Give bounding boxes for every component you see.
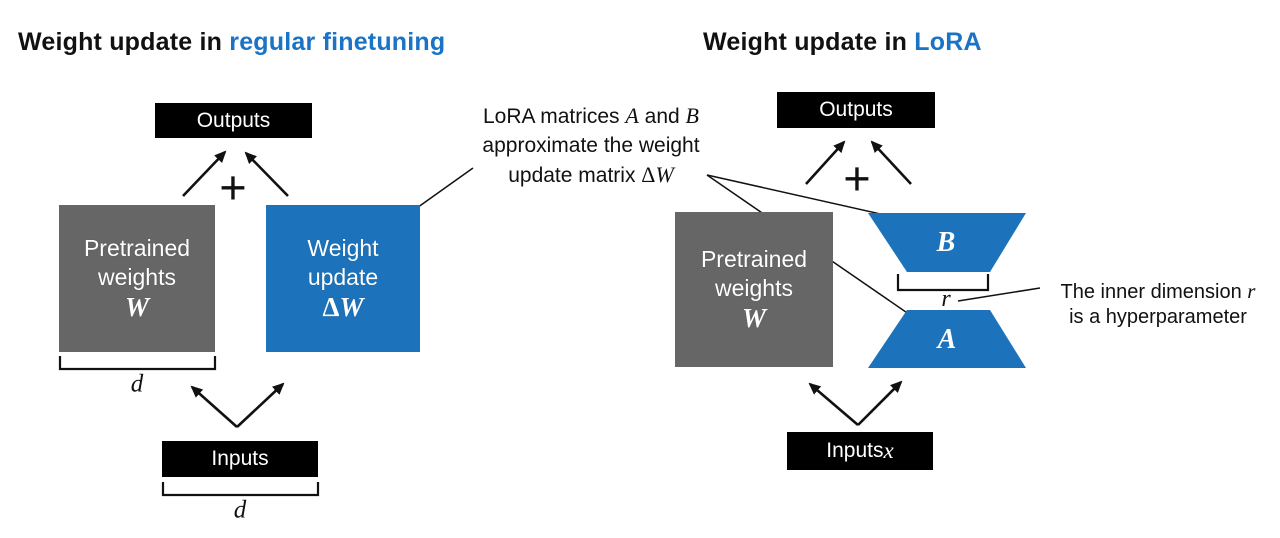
- weights-dim-label-left: d: [130, 370, 144, 398]
- pretrained-line2-right: weights: [715, 275, 793, 301]
- weight-update-box-left: Weight update ΔW: [266, 205, 420, 352]
- lora-note: LoRA matrices A and B approximate the we…: [482, 101, 699, 190]
- matrix-a-trapezoid: [868, 310, 1026, 368]
- pretrained-line1-left: Pretrained: [83, 235, 191, 261]
- lora-note-line1-mid: and: [638, 105, 686, 128]
- outputs-label-left: Outputs: [196, 108, 271, 132]
- lora-note-line1-prefix: LoRA matrices: [482, 105, 626, 128]
- bracket-weights-dim-left: [58, 356, 217, 371]
- pretrained-line1-right: Pretrained: [700, 246, 808, 272]
- inputs-label-right: Inputs: [826, 439, 884, 462]
- outputs-box-left: Outputs: [155, 103, 312, 138]
- update-line2-left: update: [307, 264, 379, 290]
- rank-note-line1-prefix: The inner dimension: [1060, 281, 1248, 303]
- rank-note-symbol-r: r: [1247, 279, 1256, 303]
- lora-note-w: W: [655, 162, 674, 187]
- inputs-box-left: Inputs: [162, 441, 318, 477]
- pretrained-symbol-left: W: [124, 292, 149, 322]
- right-title-prefix: Weight update in: [703, 28, 915, 56]
- left-title-prefix: Weight update in: [18, 28, 230, 56]
- arrow-inputs-to-a-right: [857, 380, 903, 426]
- matrix-b-trapezoid: [868, 213, 1026, 272]
- arrow-inputs-to-update-left: [236, 382, 285, 428]
- rank-note: The inner dimension r is a hyperparamete…: [1061, 279, 1256, 330]
- update-symbol-left: ΔW: [323, 292, 364, 323]
- rank-note-line1: The inner dimension r: [1061, 279, 1256, 305]
- pretrained-symbol-right: W: [741, 303, 766, 333]
- plus-sign-right: +: [843, 151, 871, 205]
- plus-sign-left: +: [219, 160, 247, 214]
- inputs-label-left: Inputs: [211, 447, 269, 470]
- outputs-label-right: Outputs: [819, 98, 893, 121]
- connector-rank-note-to-r: [957, 287, 1041, 302]
- outputs-box-right: Outputs: [777, 92, 935, 128]
- right-panel-title: Weight update in LoRA: [703, 28, 982, 57]
- lora-note-symbol-a: A: [625, 103, 639, 128]
- inputs-dim-label-left: d: [233, 496, 247, 524]
- left-title-accent: regular finetuning: [229, 28, 446, 56]
- lora-note-delta: Δ: [641, 162, 656, 187]
- rank-note-line2: is a hyperparameter: [1069, 306, 1247, 328]
- bracket-rank-dim-right: [896, 274, 990, 292]
- pretrained-weights-box-right: Pretrained weights W: [675, 212, 833, 367]
- left-panel-title: Weight update in regular finetuning: [18, 28, 445, 57]
- rank-dim-label: r: [941, 286, 951, 312]
- delta-symbol: Δ: [322, 292, 340, 322]
- lora-note-line3-prefix: update matrix: [508, 164, 642, 187]
- lora-note-line2: approximate the weight: [482, 134, 700, 157]
- pretrained-line2-left: weights: [98, 264, 176, 290]
- update-line1-left: Weight: [307, 235, 379, 261]
- pretrained-weights-box-left: Pretrained weights W: [59, 205, 215, 352]
- lora-note-line1: LoRA matrices A and B: [482, 101, 699, 131]
- arrow-inputs-to-pretrained-left: [190, 385, 238, 428]
- inputs-box-right: Inputs x: [787, 432, 933, 470]
- connector-note-to-update-box: [413, 167, 474, 211]
- arrow-pretrained-to-outputs-left: [182, 150, 227, 197]
- matrix-a-label: A: [937, 324, 957, 355]
- connector-note-to-matrix-b: [706, 174, 895, 218]
- w-symbol: W: [339, 292, 364, 322]
- inputs-symbol-right: x: [883, 438, 894, 463]
- lora-note-line3: update matrix ΔW: [482, 160, 699, 190]
- arrow-inputs-to-pretrained-right: [808, 382, 859, 426]
- arrow-update-to-outputs-left: [244, 151, 289, 197]
- bracket-inputs-dim-left: [161, 482, 320, 497]
- lora-note-symbol-b: B: [685, 103, 700, 128]
- arrow-pretrained-to-outputs-right: [805, 140, 846, 185]
- arrow-b-to-outputs-right: [870, 140, 912, 185]
- matrix-b-label: B: [936, 227, 956, 258]
- right-title-accent: LoRA: [914, 28, 982, 56]
